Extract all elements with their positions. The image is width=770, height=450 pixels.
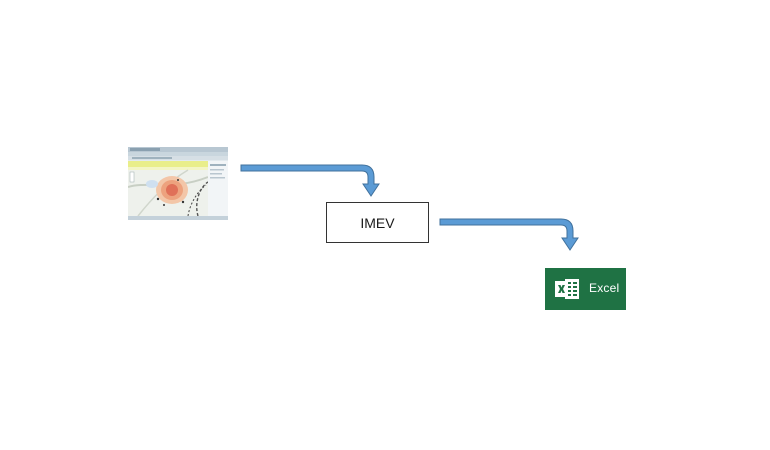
map-screenshot-icon bbox=[128, 147, 228, 220]
output-excel-tile: Excel bbox=[545, 268, 626, 310]
source-screenshot-thumbnail bbox=[128, 147, 228, 220]
process-box-imev: IMEV bbox=[326, 202, 429, 243]
arrow-source-to-process bbox=[240, 164, 380, 197]
process-label: IMEV bbox=[360, 214, 395, 231]
arrow-process-to-output bbox=[439, 218, 579, 251]
excel-label: Excel bbox=[589, 281, 620, 295]
excel-icon bbox=[555, 279, 579, 299]
